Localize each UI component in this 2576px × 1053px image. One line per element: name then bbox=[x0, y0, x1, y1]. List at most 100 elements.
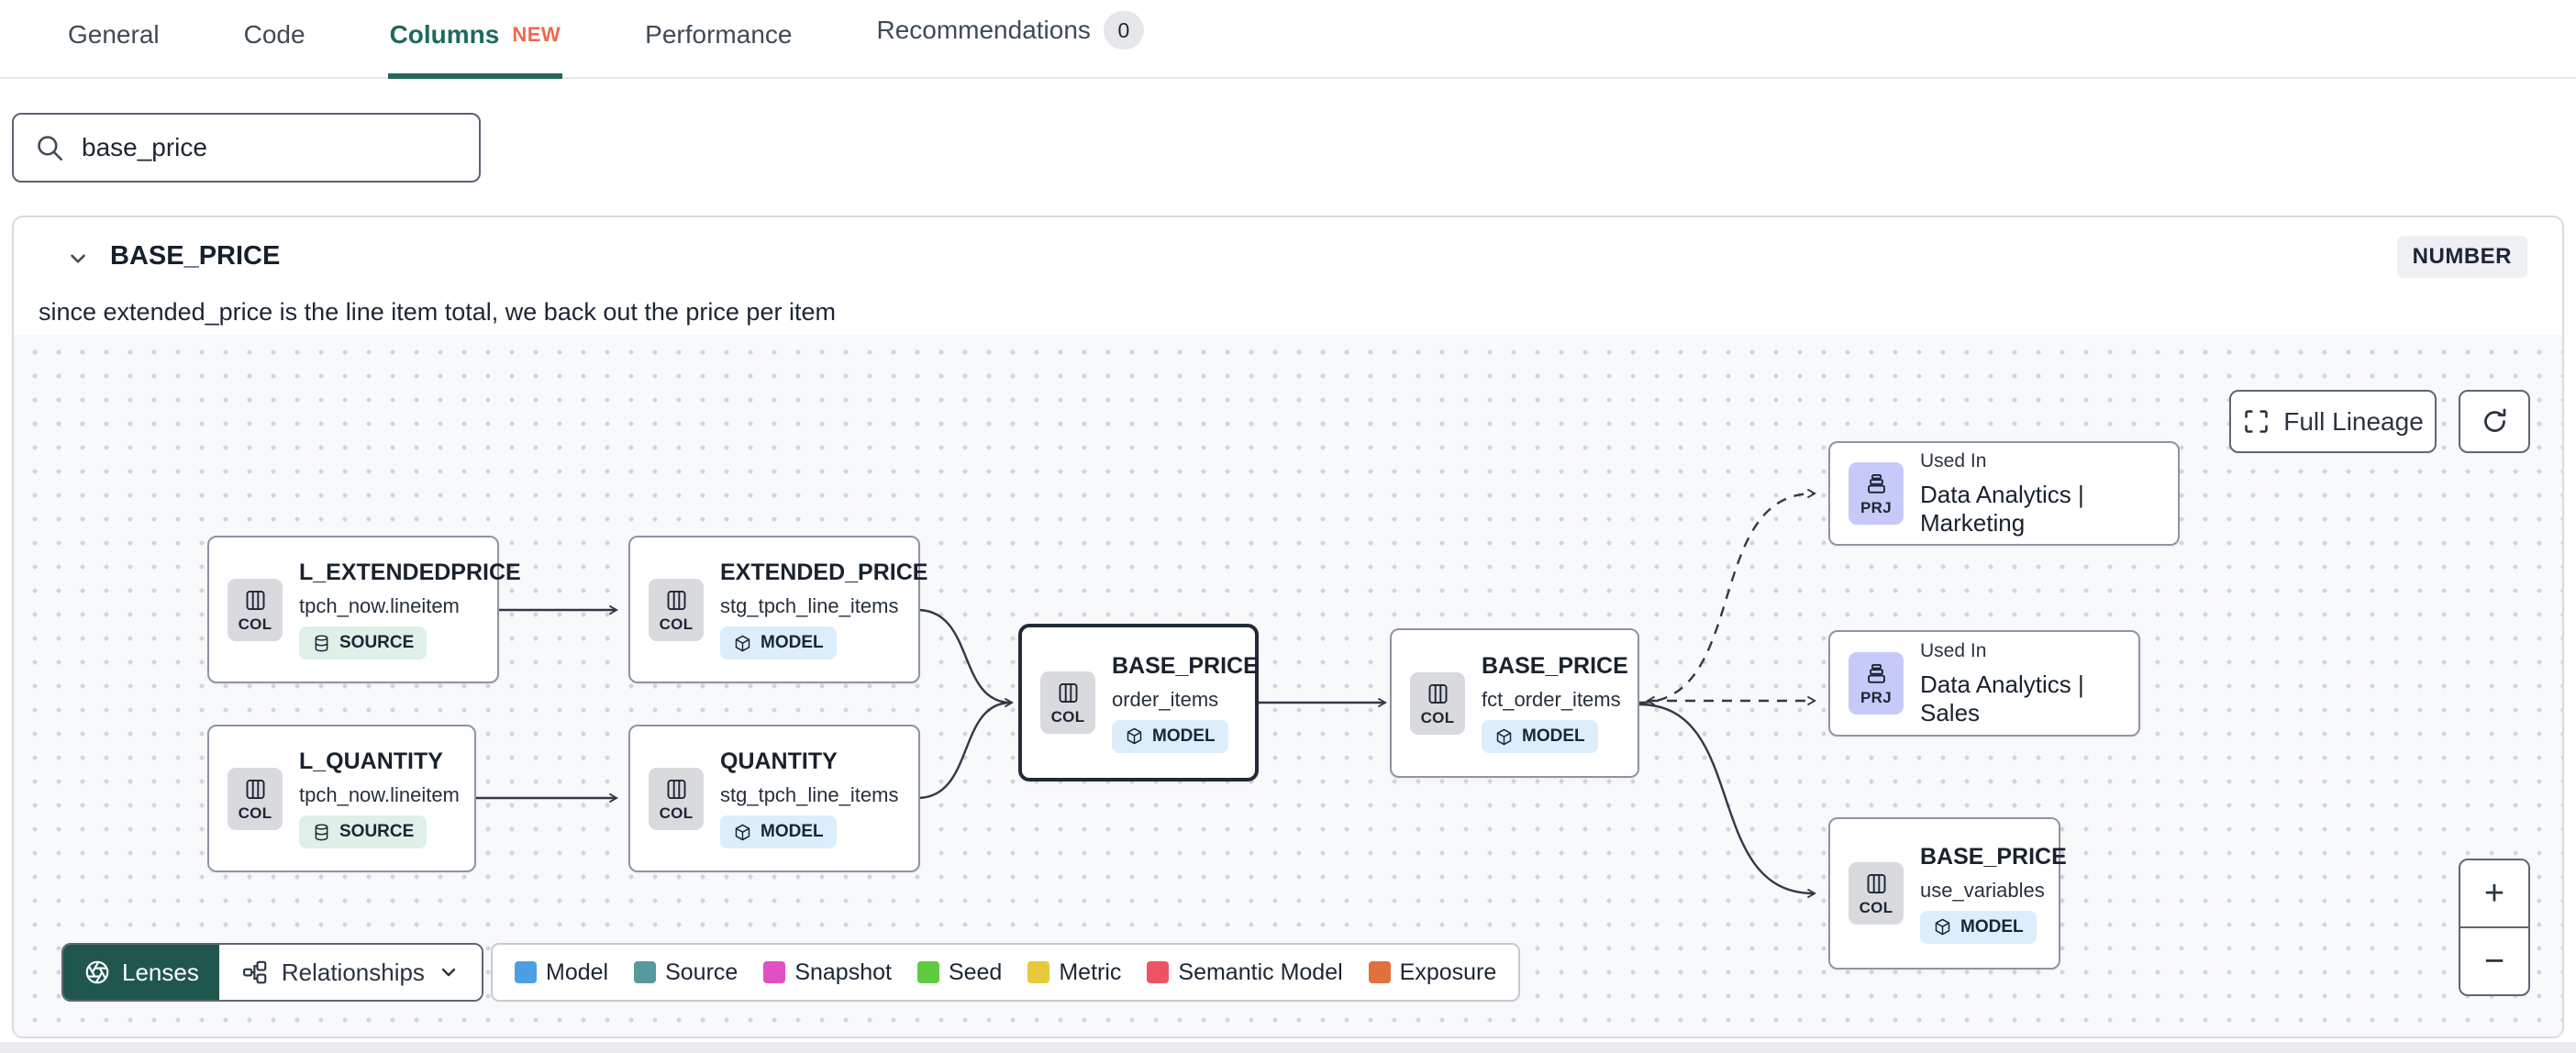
legend-swatch bbox=[1147, 961, 1170, 983]
tab-bar: General Code Columns NEW Performance Rec… bbox=[0, 0, 2576, 79]
lineage-node-base-price-fct-order-items[interactable]: COL BASE_PRICE fct_order_items MODEL bbox=[1390, 628, 1639, 778]
lens-toolbar: Lenses Relationships bbox=[61, 943, 483, 1002]
legend-item-model: Model bbox=[515, 959, 608, 986]
resource-type-badge: MODEL bbox=[1482, 720, 1598, 753]
lineage-canvas[interactable]: COL L_EXTENDEDPRICE tpch_now.lineitem SO… bbox=[14, 335, 2562, 1036]
lineage-node-base-price-order-items[interactable]: COL BASE_PRICE order_items MODEL bbox=[1018, 624, 1259, 781]
table-columns-icon bbox=[1428, 683, 1447, 704]
cube-icon bbox=[1935, 918, 1950, 936]
legend-swatch bbox=[515, 961, 537, 983]
resource-type-badge: MODEL bbox=[1920, 910, 2037, 944]
project-chip: PRJ bbox=[1849, 652, 1904, 715]
column-chip: COL bbox=[1849, 862, 1904, 925]
tab-columns[interactable]: Columns NEW bbox=[387, 20, 563, 79]
node-kicker: Used In bbox=[1920, 639, 1987, 661]
search-input[interactable] bbox=[82, 133, 459, 162]
refresh-button[interactable] bbox=[2459, 390, 2530, 453]
legend-item-metric: Metric bbox=[1027, 959, 1121, 986]
chevron-down-icon[interactable] bbox=[66, 247, 90, 271]
column-header-row: BASE_PRICE NUMBER bbox=[14, 236, 2562, 280]
cube-icon bbox=[735, 635, 750, 651]
search-icon bbox=[38, 136, 63, 161]
relationships-dropdown[interactable]: Relationships bbox=[218, 945, 482, 1000]
node-title: L_EXTENDEDPRICE bbox=[299, 560, 521, 585]
zoom-out-button[interactable]: − bbox=[2483, 941, 2505, 981]
table-columns-icon bbox=[1867, 873, 1885, 894]
resource-type-badge: MODEL bbox=[720, 815, 837, 848]
legend-item-exposure: Exposure bbox=[1368, 959, 1496, 986]
cube-icon bbox=[735, 824, 750, 840]
table-columns-icon bbox=[1059, 682, 1077, 704]
lineage-node-base-price-use-variables[interactable]: COL BASE_PRICE use_variables MODEL bbox=[1828, 817, 2067, 970]
lenses-button[interactable]: Lenses bbox=[63, 945, 219, 1000]
tab-recommendations[interactable]: Recommendations 0 bbox=[874, 11, 1145, 79]
zoom-in-button[interactable]: + bbox=[2460, 860, 2528, 928]
lineage-node-used-in-sales[interactable]: PRJ Used In Data Analytics | Sales bbox=[1828, 630, 2140, 737]
table-columns-icon bbox=[246, 590, 264, 610]
chevron-down-icon bbox=[441, 968, 456, 977]
legend-item-snapshot: Snapshot bbox=[763, 959, 892, 986]
lineage-edges bbox=[476, 335, 2562, 1036]
lineage-node-used-in-marketing[interactable]: PRJ Used In Data Analytics | Marketing bbox=[1828, 441, 2180, 546]
node-subtitle: use_variables bbox=[1920, 878, 2045, 902]
tab-general[interactable]: General bbox=[68, 20, 160, 49]
resource-type-badge: SOURCE bbox=[299, 626, 427, 660]
database-icon bbox=[315, 634, 328, 651]
cube-icon bbox=[1127, 727, 1142, 745]
lineage-node-extended-price[interactable]: COL EXTENDED_PRICE stg_tpch_line_items M… bbox=[628, 536, 927, 683]
tab-performance[interactable]: Performance bbox=[645, 20, 793, 49]
legend-item-semantic-model: Semantic Model bbox=[1147, 959, 1343, 986]
node-title: QUANTITY bbox=[720, 748, 838, 774]
column-search[interactable] bbox=[12, 113, 481, 183]
node-title: Data Analytics | Sales bbox=[1920, 670, 2084, 726]
legend-swatch bbox=[634, 961, 657, 983]
column-chip: COL bbox=[1040, 671, 1095, 734]
bottom-strip bbox=[0, 1042, 2576, 1053]
refresh-icon bbox=[2483, 408, 2505, 432]
node-title: BASE_PRICE bbox=[1482, 653, 1628, 679]
legend-swatch bbox=[763, 961, 786, 983]
node-subtitle: tpch_now.lineitem bbox=[299, 783, 460, 806]
node-subtitle: stg_tpch_line_items bbox=[720, 594, 899, 617]
table-columns-icon bbox=[667, 590, 685, 610]
node-title: Data Analytics | Marketing bbox=[1920, 480, 2084, 537]
lineage-node-l-quantity[interactable]: COL L_QUANTITY tpch_now.lineitem SOURCE bbox=[207, 725, 476, 872]
legend-item-source: Source bbox=[634, 959, 738, 986]
table-columns-icon bbox=[667, 779, 685, 799]
schema-icon bbox=[242, 960, 267, 984]
stacked-trays-icon bbox=[1867, 663, 1885, 683]
column-chip: COL bbox=[649, 578, 704, 641]
tab-code[interactable]: Code bbox=[243, 20, 305, 49]
column-name: BASE_PRICE bbox=[110, 241, 281, 271]
column-chip: COL bbox=[228, 767, 283, 830]
column-description: since extended_price is the line item to… bbox=[39, 298, 836, 326]
resource-type-badge: SOURCE bbox=[299, 815, 427, 848]
cube-icon bbox=[1496, 728, 1512, 745]
column-type-badge: NUMBER bbox=[2396, 236, 2527, 278]
full-lineage-button[interactable]: Full Lineage bbox=[2229, 390, 2437, 453]
legend-swatch bbox=[1368, 961, 1391, 983]
legend-swatch bbox=[1027, 961, 1050, 983]
aperture-icon bbox=[85, 960, 109, 984]
resource-type-badge: MODEL bbox=[1112, 719, 1228, 753]
recommendations-count-badge: 0 bbox=[1103, 11, 1144, 50]
column-chip: COL bbox=[1410, 671, 1465, 735]
project-chip: PRJ bbox=[1849, 462, 1904, 525]
lineage-node-quantity[interactable]: COL QUANTITY stg_tpch_line_items MODEL bbox=[628, 725, 920, 872]
node-title: BASE_PRICE bbox=[1112, 652, 1259, 679]
node-subtitle: tpch_now.lineitem bbox=[299, 594, 460, 617]
node-subtitle: order_items bbox=[1112, 687, 1219, 711]
table-columns-icon bbox=[246, 779, 264, 799]
zoom-controls: + − bbox=[2459, 859, 2530, 996]
lineage-node-l-extendedprice[interactable]: COL L_EXTENDEDPRICE tpch_now.lineitem SO… bbox=[207, 536, 521, 683]
node-title: BASE_PRICE bbox=[1920, 843, 2067, 870]
node-kicker: Used In bbox=[1920, 449, 1987, 471]
stacked-trays-icon bbox=[1867, 473, 1885, 493]
node-subtitle: fct_order_items bbox=[1482, 688, 1621, 711]
legend-item-seed: Seed bbox=[916, 959, 1002, 986]
node-title: EXTENDED_PRICE bbox=[720, 560, 928, 585]
legend-swatch bbox=[916, 961, 939, 983]
column-panel: BASE_PRICE NUMBER since extended_price i… bbox=[12, 216, 2564, 1038]
database-icon bbox=[315, 823, 328, 840]
node-subtitle: stg_tpch_line_items bbox=[720, 783, 899, 806]
